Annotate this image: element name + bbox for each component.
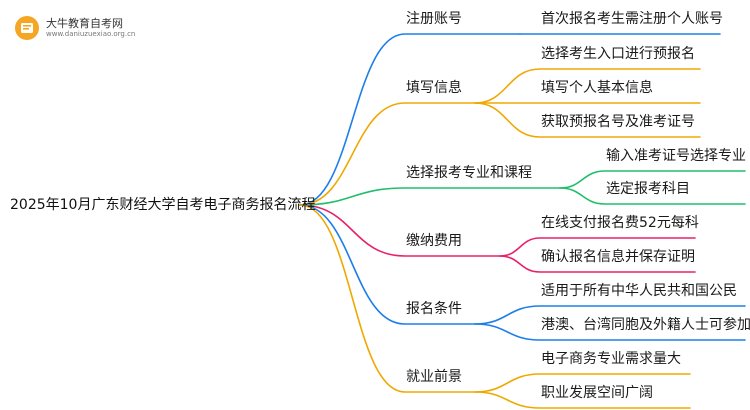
leaf-connector [559,187,746,205]
branch-register-account: 注册账号 [406,11,462,27]
leaf-connector [474,68,701,104]
leaf-fill-info-1: 选择考生入口进行预报名 [541,46,695,62]
logo-url: www.daniuzuexiao.org.cn [46,30,136,38]
branch-pay-fees: 缴纳费用 [406,233,462,249]
leaf-eligibility-2: 港澳、台湾同胞及外籍人士可参加 [541,317,750,333]
leaf-connector [474,391,691,409]
leaf-connector [474,102,701,138]
leaf-connector [474,373,691,393]
branch-career-outlook: 就业前景 [406,369,462,385]
logo-icon [15,16,39,40]
logo-name: 大牛教育自考网 [46,17,123,30]
leaf-choose-major-1: 输入准考证号选择专业 [606,148,746,164]
leaf-connector [474,323,746,341]
leaf-pay-fees-1: 在线支付报名费52元每科 [541,215,699,231]
branch-eligibility: 报名条件 [406,301,462,317]
leaf-register-account-1: 首次报名考生需注册个人账号 [541,11,723,27]
leaf-career-outlook-2: 职业发展空间广阔 [541,385,653,401]
leaf-connector [499,255,696,273]
leaf-connector [559,170,746,189]
leaf-pay-fees-2: 确认报名信息并保存证明 [541,249,695,265]
leaf-career-outlook-1: 电子商务专业需求量大 [541,351,681,367]
branch-connector [299,204,476,393]
branch-fill-info: 填写信息 [406,80,462,96]
branch-connector [299,187,561,206]
leaf-connector [474,305,746,325]
root-topic: 2025年10月广东财经大学自考电子商务报名流程 [10,197,316,213]
branch-connector [299,33,521,206]
branch-connector [299,204,476,325]
leaf-fill-info-3: 获取预报名号及准考证号 [541,114,695,130]
leaf-fill-info-2: 填写个人基本信息 [541,80,653,96]
leaf-choose-major-2: 选定报考科目 [606,181,690,197]
branch-connector [299,102,476,206]
site-logo: 大牛教育自考网 www.daniuzuexiao.org.cn [14,12,144,44]
branch-connector [299,204,501,257]
branch-choose-major: 选择报考专业和课程 [406,165,532,181]
leaf-connector [499,237,696,257]
leaf-eligibility-1: 适用于所有中华人民共和国公民 [541,283,737,299]
